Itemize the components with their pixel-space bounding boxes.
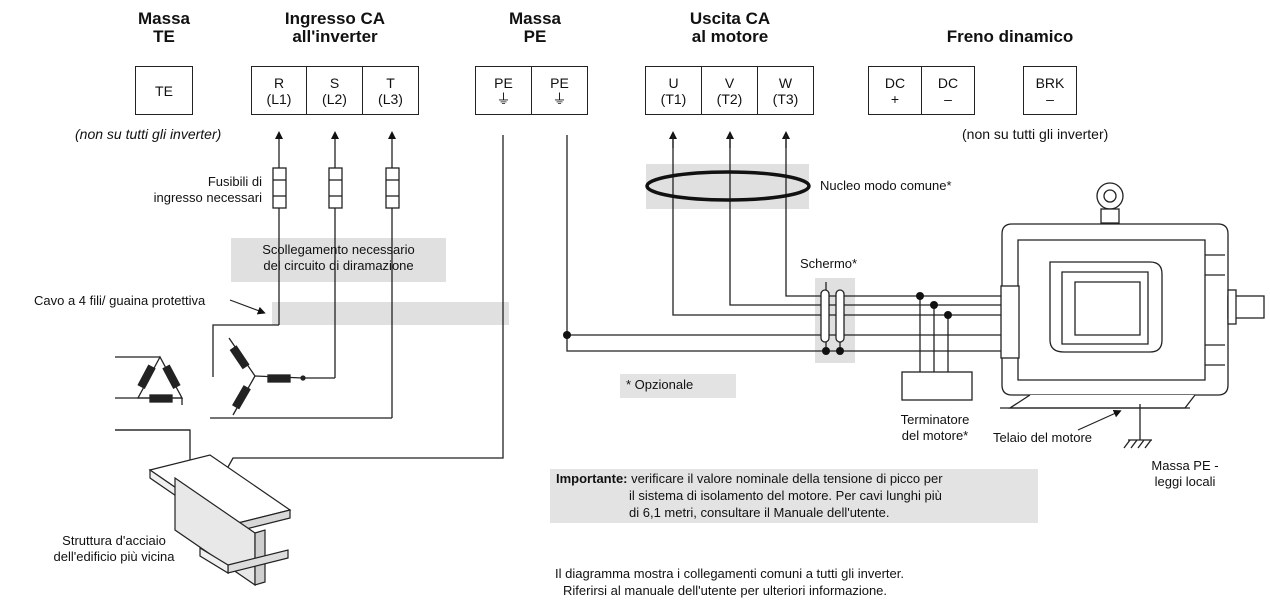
terminator-box [901, 371, 973, 401]
fuse-t [385, 167, 400, 209]
terminal-v: V(T2) [701, 66, 758, 115]
motor-frame-label: Telaio del motore [993, 430, 1092, 445]
not-all-inverters-right: (non su tutti gli inverter) [962, 126, 1109, 142]
common-mode-core [645, 170, 811, 202]
cable-label: Cavo a 4 fili/ guaina protettiva [34, 293, 206, 308]
terminal-u: U(T1) [645, 66, 702, 115]
fuse-s [328, 167, 343, 209]
footer-line-2: Riferirsi al manuale dell'utente per ult… [563, 583, 888, 598]
steel-beam-icon [148, 454, 292, 587]
terminal-s: S(L2) [306, 66, 363, 115]
terminal-te: TE [135, 66, 193, 115]
shield-label: Schermo* [800, 256, 858, 271]
terminal-dc-minus: DC– [921, 66, 975, 115]
motor-icon [1000, 182, 1265, 409]
footer-line-1: Il diagramma mostra i collegamenti comun… [555, 566, 904, 581]
terminal-brk: BRK– [1023, 66, 1077, 115]
terminal-t: T(L3) [362, 66, 419, 115]
terminal-r: R(L1) [251, 66, 307, 115]
not-all-inverters-left: (non su tutti gli inverter) [75, 126, 222, 142]
optional-note: * Opzionale [620, 374, 736, 398]
important-note: Importante: verificare il valore nominal… [550, 469, 1038, 523]
terminal-w: W(T3) [757, 66, 814, 115]
disconnect-shade [231, 238, 446, 282]
terminal-pe-2: PE⏚ [531, 66, 588, 115]
terminal-dc-plus: DC+ [868, 66, 922, 115]
fuse-r [272, 167, 287, 209]
ground-pe-label: Massa PE -leggi locali [1151, 458, 1219, 489]
header-freno: Freno dinamico [946, 27, 1074, 46]
common-mode-label: Nucleo modo comune* [820, 178, 952, 193]
terminal-pe-1: PE⏚ [475, 66, 532, 115]
ground-symbol [1123, 404, 1152, 449]
cable-sheath-shade [272, 302, 509, 325]
